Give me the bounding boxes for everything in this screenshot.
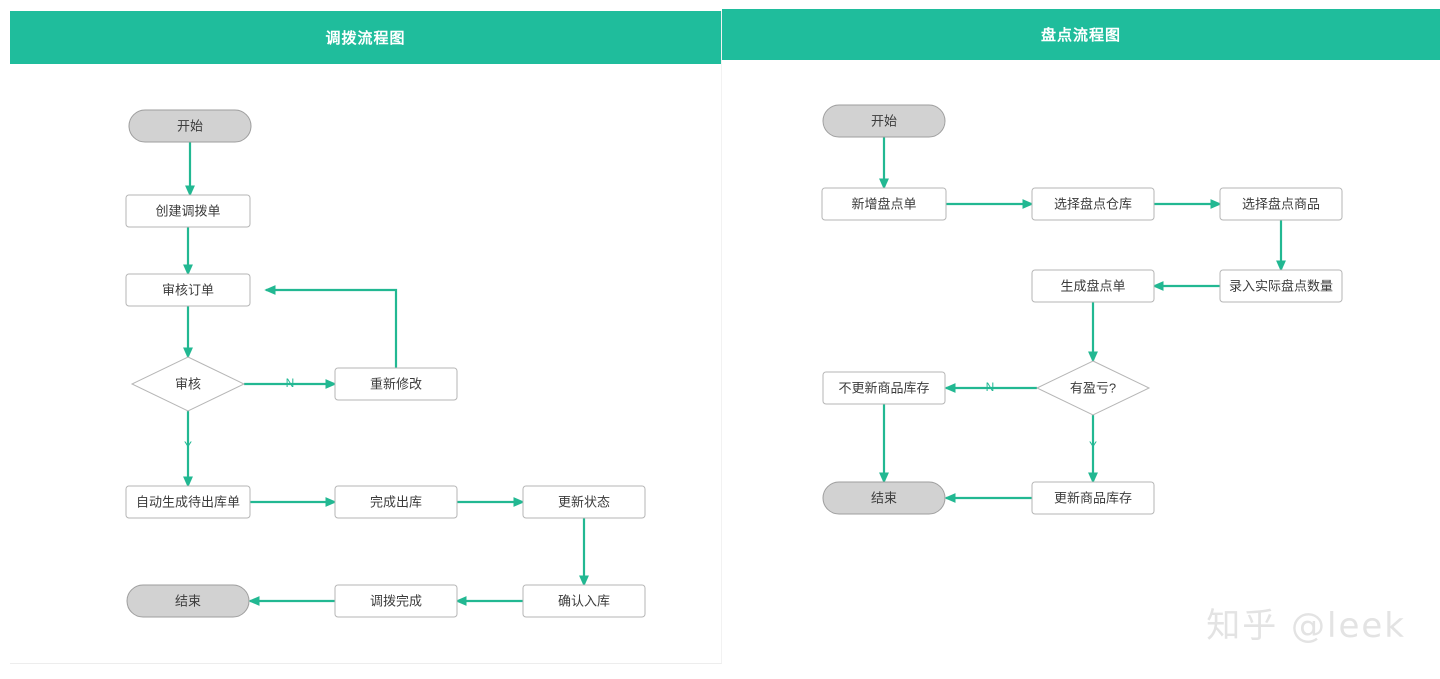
node-label: 调拨完成 xyxy=(370,593,422,608)
flow-node-process[interactable]: 更新状态 xyxy=(522,485,646,519)
node-label: 有盈亏? xyxy=(1070,380,1116,395)
panel-transfer-title: 调拨流程图 xyxy=(325,30,406,47)
flow-node-process[interactable]: 生成盘点单 xyxy=(1031,269,1155,303)
watermark: 知乎 @leek xyxy=(1206,606,1406,646)
edge-layer: NY xyxy=(182,142,590,607)
node-label: 自动生成待出库单 xyxy=(136,494,240,509)
node-shape xyxy=(822,104,946,138)
flow-node-process[interactable]: 确认入库 xyxy=(522,584,646,618)
node-label: 录入实际盘点数量 xyxy=(1229,278,1333,293)
node-label: 结束 xyxy=(871,490,897,505)
panel-stocktake-header: 盘点流程图 xyxy=(722,9,1440,60)
panel-stocktake-title: 盘点流程图 xyxy=(1040,27,1121,44)
edge-label: Y xyxy=(1089,439,1097,453)
node-label: 不更新商品库存 xyxy=(838,380,929,395)
flow-node-process[interactable]: 录入实际盘点数量 xyxy=(1219,269,1343,303)
flow-node-process[interactable]: 调拨完成 xyxy=(334,584,458,618)
flow-node-process[interactable]: 选择盘点仓库 xyxy=(1031,187,1155,221)
flow-node-process[interactable]: 创建调拨单 xyxy=(125,194,251,228)
node-shape xyxy=(522,584,646,618)
node-label: 开始 xyxy=(177,118,203,133)
flow-node-process[interactable]: 审核订单 xyxy=(125,273,251,307)
node-label: 更新状态 xyxy=(558,494,610,509)
node-shape xyxy=(125,194,251,228)
node-shape xyxy=(128,109,252,143)
flow-node-process[interactable]: 重新修改 xyxy=(334,367,458,401)
flow-node-process[interactable]: 完成出库 xyxy=(334,485,458,519)
node-label: 更新商品库存 xyxy=(1054,490,1132,505)
flow-node-decision[interactable]: 审核 xyxy=(130,356,246,412)
node-label: 生成盘点单 xyxy=(1060,278,1125,293)
flow-node-terminator[interactable]: 结束 xyxy=(126,584,250,618)
node-label: 审核订单 xyxy=(162,282,214,297)
node-shape xyxy=(1219,269,1343,303)
node-label: 完成出库 xyxy=(370,494,422,509)
flow-node-process[interactable]: 不更新商品库存 xyxy=(822,371,946,405)
node-shape xyxy=(822,371,946,405)
node-shape xyxy=(125,273,251,307)
flow-node-terminator[interactable]: 结束 xyxy=(822,481,946,515)
edge-label: N xyxy=(286,376,295,390)
node-shape xyxy=(1031,187,1155,221)
node-shape xyxy=(522,485,646,519)
flow-edge xyxy=(264,284,398,368)
node-shape xyxy=(822,481,946,515)
flow-node-process[interactable]: 新增盘点单 xyxy=(821,187,947,221)
node-shape xyxy=(1031,481,1155,515)
node-label: 重新修改 xyxy=(370,376,422,391)
node-label: 新增盘点单 xyxy=(851,196,916,211)
node-shape xyxy=(821,187,947,221)
flow-node-process[interactable]: 选择盘点商品 xyxy=(1219,187,1343,221)
flow-node-decision[interactable]: 有盈亏? xyxy=(1035,360,1151,416)
edge-label: N xyxy=(986,380,995,394)
flow-node-terminator[interactable]: 开始 xyxy=(128,109,252,143)
node-shape xyxy=(126,584,250,618)
edge-layer: NY xyxy=(878,137,1287,504)
stocktake-flowchart-svg: NY开始新增盘点单选择盘点仓库选择盘点商品录入实际盘点数量生成盘点单有盈亏?不更… xyxy=(821,104,1343,515)
node-label: 审核 xyxy=(175,376,201,391)
flow-node-process[interactable]: 更新商品库存 xyxy=(1031,481,1155,515)
node-shape xyxy=(1035,360,1151,416)
edge-label: Y xyxy=(184,439,192,453)
node-shape xyxy=(1031,269,1155,303)
node-shape xyxy=(334,584,458,618)
flow-node-terminator[interactable]: 开始 xyxy=(822,104,946,138)
node-label: 确认入库 xyxy=(558,593,610,608)
node-shape xyxy=(130,356,246,412)
panel-transfer-header: 调拨流程图 xyxy=(10,11,721,64)
node-shape xyxy=(334,367,458,401)
node-shape xyxy=(1219,187,1343,221)
node-label: 创建调拨单 xyxy=(155,203,220,218)
node-label: 选择盘点商品 xyxy=(1242,196,1320,211)
flow-node-process[interactable]: 自动生成待出库单 xyxy=(125,485,251,519)
node-shape xyxy=(334,485,458,519)
node-label: 结束 xyxy=(175,593,201,608)
node-shape xyxy=(125,485,251,519)
node-label: 选择盘点仓库 xyxy=(1054,196,1132,211)
node-label: 开始 xyxy=(871,113,897,128)
transfer-flowchart-svg: NY开始创建调拨单审核订单审核重新修改自动生成待出库单完成出库更新状态确认入库调… xyxy=(125,109,646,618)
